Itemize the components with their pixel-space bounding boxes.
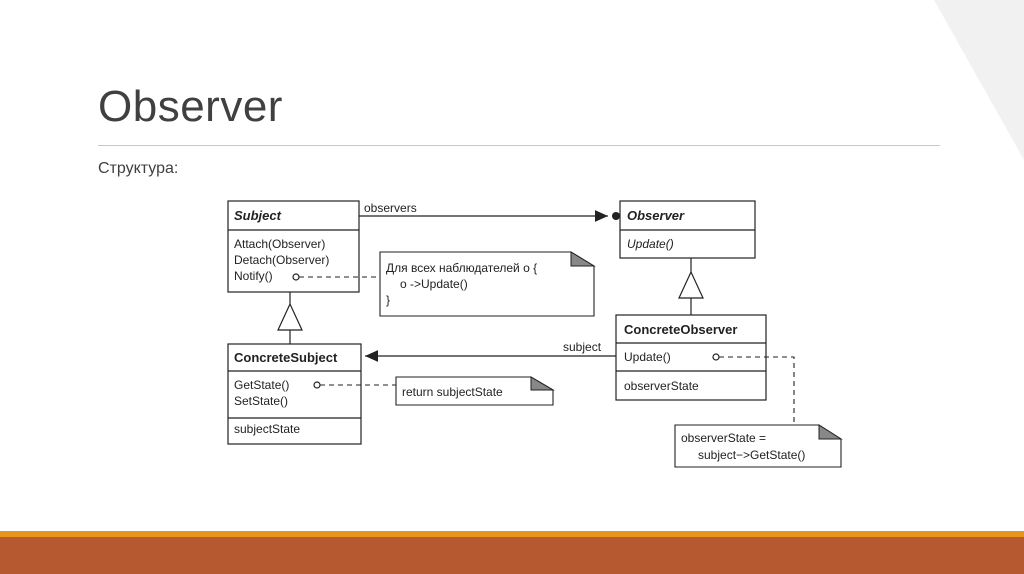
subject-op-notify: Notify() [234, 269, 273, 283]
concrete-subject-attr-state: subjectState [234, 422, 300, 436]
subject-label: subject [563, 340, 602, 354]
title-divider [98, 145, 940, 146]
notify-note-line-3: } [386, 293, 390, 307]
update-note-line-1: observerState = [681, 431, 766, 445]
notify-note: Для всех наблюдателей o { o ->Update() } [379, 251, 596, 317]
update-note-line-2: subject−>GetState() [698, 448, 805, 462]
observers-multiplicity-dot [612, 212, 620, 220]
concrete-subject-class: ConcreteSubject GetState() SetState() su… [227, 343, 362, 445]
slide-subtitle: Структура: [98, 160, 179, 177]
observer-class-name: Observer [627, 208, 685, 223]
observer-inheritance [678, 258, 704, 315]
getstate-note-text: return subjectState [402, 385, 503, 399]
subject-op-detach: Detach(Observer) [234, 253, 329, 267]
observer-class: Observer Update() [619, 200, 756, 259]
footer-accent-stripe [0, 531, 1024, 537]
getstate-note: return subjectState [395, 376, 555, 406]
update-note-link [719, 356, 795, 425]
concrete-observer-class-name: ConcreteObserver [624, 322, 737, 337]
concrete-subject-op-getstate: GetState() [234, 378, 289, 392]
concrete-subject-op-setstate: SetState() [234, 394, 288, 408]
subject-class: Subject Attach(Observer) Detach(Observer… [227, 200, 360, 293]
notify-note-anchor [292, 273, 300, 281]
subject-class-name: Subject [234, 208, 282, 223]
concrete-subject-class-name: ConcreteSubject [234, 350, 338, 365]
concrete-observer-class: ConcreteObserver Update() observerState [615, 314, 767, 401]
getstate-note-anchor [313, 381, 321, 389]
corner-decoration [934, 0, 1024, 160]
subject-inheritance [277, 292, 303, 344]
subject-op-attach: Attach(Observer) [234, 237, 325, 251]
concrete-observer-attr-state: observerState [624, 379, 699, 393]
observers-label: observers [364, 201, 417, 215]
observer-op-update: Update() [627, 237, 674, 251]
notify-note-line-2: o ->Update() [400, 277, 468, 291]
notify-note-line-1: Для всех наблюдателей o { [386, 261, 537, 275]
footer-band [0, 537, 1024, 574]
concrete-observer-op-update: Update() [624, 350, 671, 364]
update-note-anchor [712, 353, 720, 361]
slide-title: Observer [98, 82, 283, 131]
update-note: observerState = subject−>GetState() [674, 424, 843, 468]
